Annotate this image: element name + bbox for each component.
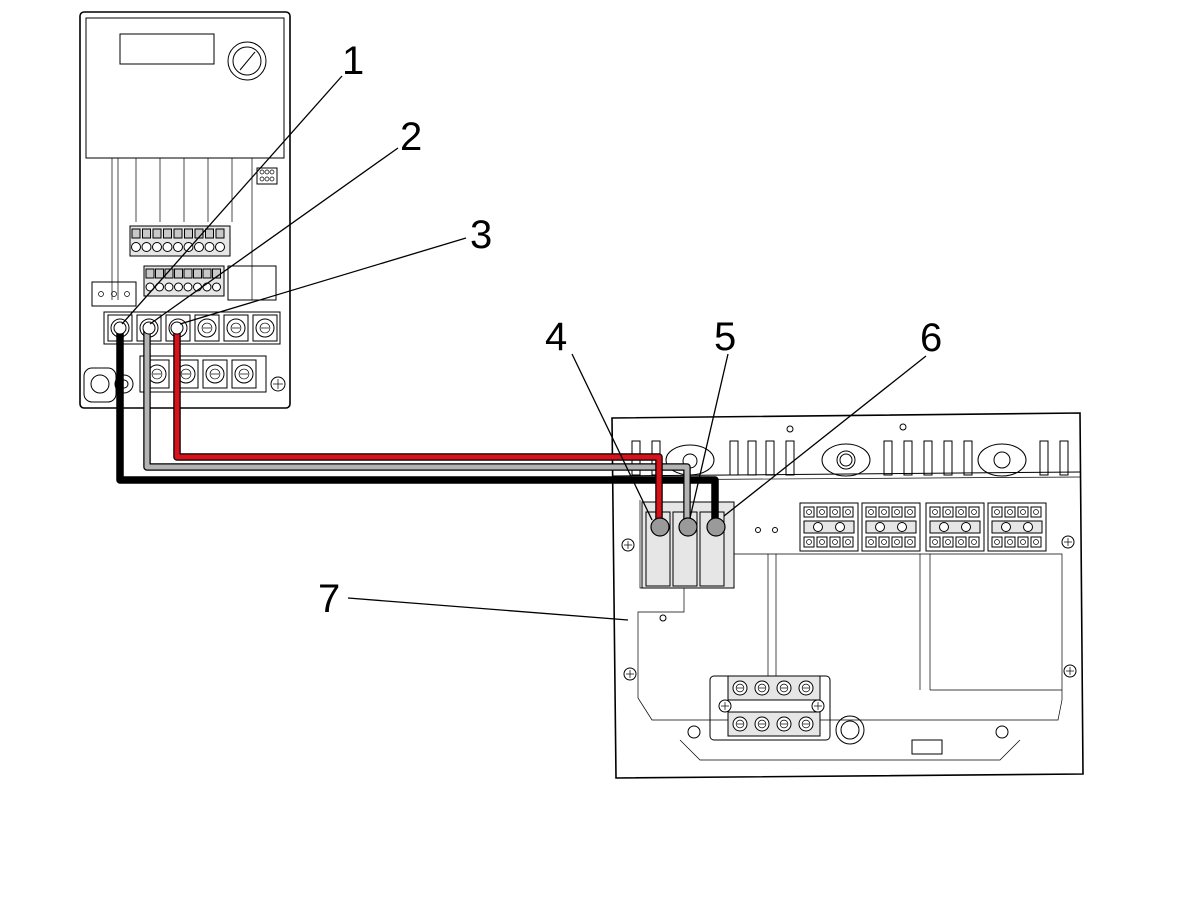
terminal-block [799, 502, 859, 552]
control-terminal [164, 268, 174, 279]
bottom-knockout [687, 715, 1009, 745]
dial-knob-icon [227, 41, 267, 81]
leader-5 [689, 353, 729, 519]
control-terminal [183, 268, 193, 279]
bottom-terminal-block [709, 675, 831, 741]
terminal-5-dot [678, 517, 698, 537]
leader-2 [149, 147, 399, 325]
control-terminal [155, 268, 164, 279]
callout-2: 2 [400, 115, 422, 159]
terminal-block [987, 502, 1047, 552]
vent-slot [765, 440, 775, 476]
control-terminal [163, 228, 172, 239]
motor-terminal [202, 359, 228, 389]
control-terminal [205, 228, 214, 239]
vent-slot [1039, 440, 1049, 476]
leader-6 [723, 355, 927, 517]
power-terminal [194, 314, 220, 342]
power-terminal [223, 314, 249, 342]
control-terminal [174, 268, 183, 279]
wire-grey [144, 330, 690, 525]
vent-slot [785, 440, 795, 476]
wire-harness [113, 321, 726, 537]
jumper-block [256, 167, 278, 185]
mounting-plate [611, 412, 1084, 779]
wire-red [174, 330, 662, 525]
drive-unit [79, 11, 291, 409]
callout-1: 1 [342, 39, 364, 83]
wire-black [117, 330, 718, 525]
callout-7: 7 [318, 577, 340, 621]
callout-labels: 1 2 3 4 5 6 7 [318, 39, 942, 621]
vent-slot [963, 440, 973, 476]
callout-3: 3 [470, 213, 492, 257]
vent-slot [903, 440, 913, 476]
leader-lines [121, 75, 927, 621]
terminal-block [925, 502, 985, 552]
terminal-1-screw [113, 321, 127, 335]
callout-6: 6 [920, 316, 942, 360]
vent-slot [1059, 440, 1069, 476]
control-terminal [145, 268, 155, 279]
ground-screw-icon [270, 376, 286, 392]
motor-terminal [231, 359, 257, 389]
motor-terminal-block [139, 355, 267, 393]
vent-slot [883, 440, 893, 476]
control-terminal-strip-upper [129, 225, 231, 257]
terminal-2-screw [142, 321, 156, 335]
vent-slot [943, 440, 953, 476]
control-terminal [193, 268, 202, 279]
terminal-6-dot [706, 517, 726, 537]
control-terminal [142, 228, 151, 239]
leader-4 [571, 353, 653, 521]
label-plate [911, 739, 943, 755]
leader-3 [179, 237, 467, 325]
vent-slot [729, 440, 739, 476]
terminal-3-screw [170, 321, 184, 335]
vent-slot [923, 440, 933, 476]
control-terminal [173, 228, 183, 239]
leader-1 [121, 75, 343, 325]
callout-5: 5 [714, 315, 736, 359]
control-terminal [152, 228, 162, 239]
terminal-4-dot [650, 517, 670, 537]
callout-4: 4 [545, 315, 567, 359]
display-window [119, 33, 215, 65]
leader-7 [347, 597, 629, 621]
power-terminal [252, 314, 278, 342]
three-pin-connector [91, 281, 137, 307]
vent-slot [747, 440, 757, 476]
control-terminal [215, 228, 225, 239]
terminal-block [861, 502, 921, 552]
control-terminal [184, 228, 193, 239]
control-terminal [131, 228, 141, 239]
control-terminal [202, 268, 212, 279]
